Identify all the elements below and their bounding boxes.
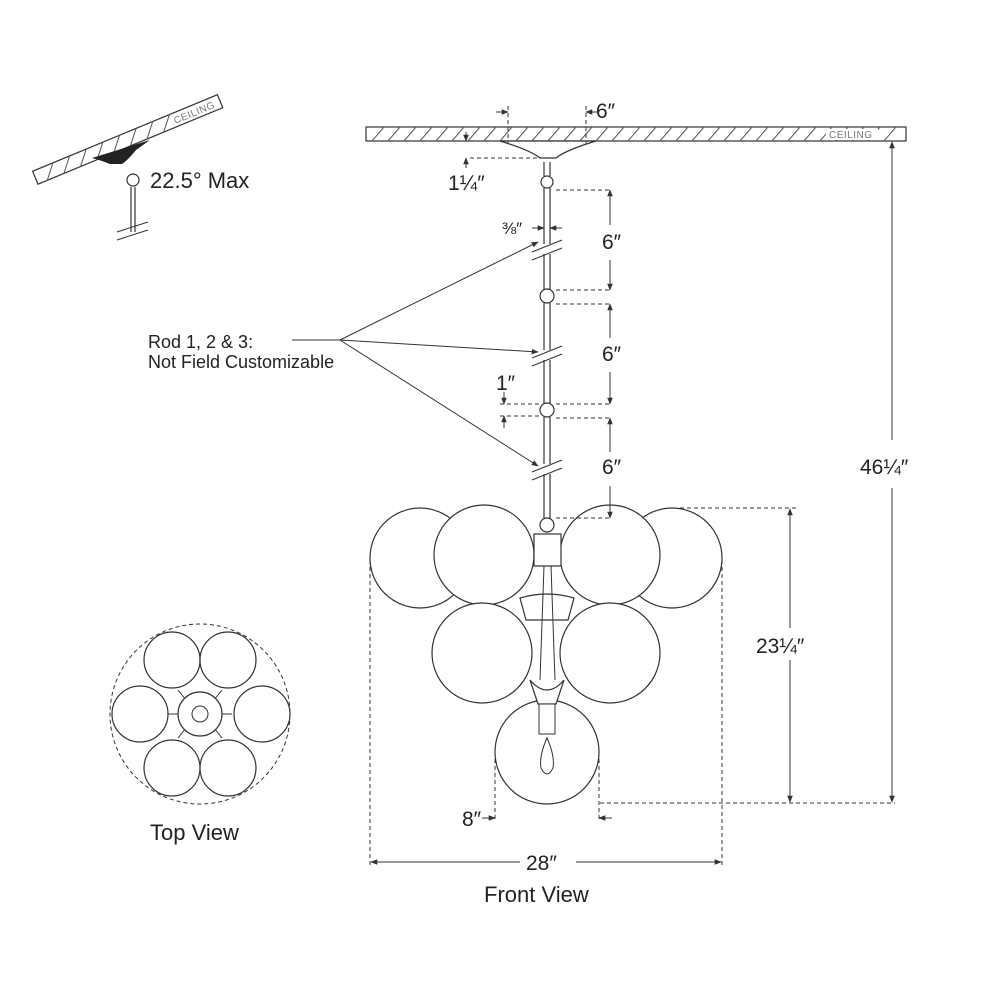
ceiling-hatch-line [451, 126, 465, 142]
ceiling-hatch-line [771, 126, 785, 142]
ceiling-hatch-line [403, 126, 417, 142]
ceiling-hatch-line [675, 126, 689, 142]
ceiling-label: CEILING [829, 130, 873, 141]
top-globe-4 [233, 685, 291, 743]
dim-joint: 1″ [496, 372, 516, 395]
ceiling-hatch-line [723, 126, 737, 142]
slope-max-label: 22.5° Max [150, 168, 249, 193]
sloped-swivel-joint [126, 173, 140, 187]
dim-rod-2: 6″ [602, 343, 622, 366]
front-view-caption: Front View [484, 882, 589, 907]
dim-rod-1: 6″ [602, 231, 622, 254]
canopy [499, 140, 597, 159]
ceiling-hatch-line [787, 126, 801, 142]
ceiling-hatch-line [595, 126, 609, 142]
leader-rod-3 [339, 339, 539, 467]
stem [531, 162, 563, 533]
ceiling-hatch-line [627, 126, 641, 142]
ceiling-hatch-line [531, 126, 545, 142]
ceiling-hatch-line [691, 126, 705, 142]
ceiling-hatch-line [499, 126, 513, 142]
ceiling-hatch-line [707, 126, 721, 142]
top-view [109, 623, 291, 805]
leader-rod-2 [339, 339, 539, 355]
fixture-front-view [369, 504, 723, 805]
top-view-caption: Top View [150, 820, 239, 845]
rod-note: Rod 1, 2 & 3: Not Field Customizable [148, 241, 539, 467]
hub [533, 533, 562, 567]
dim-overall-width: 28″ [526, 852, 557, 875]
top-globe-3 [111, 685, 169, 743]
ceiling-hatch-line [419, 126, 433, 142]
ceiling-hatch-line [739, 126, 753, 142]
sloped-ceiling-inset: CEILING 22.5° Max [31, 93, 249, 241]
ceiling-band [365, 126, 907, 142]
ceiling-hatch-line [563, 126, 577, 142]
dim-rod-diameter: ⅜″ [502, 219, 522, 238]
top-globe-2 [199, 631, 257, 689]
rod-coupler-1 [539, 288, 555, 304]
ceiling-hatch-line [467, 126, 481, 142]
bulb-socket [538, 703, 556, 735]
ceiling-hatch-line [547, 126, 561, 142]
sloped-canopy [92, 140, 150, 164]
sloped-rod-break [116, 221, 149, 233]
dim-fixture-height: 23¼″ [756, 635, 805, 658]
top-globe-1 [143, 631, 201, 689]
top-center-globe [177, 691, 223, 737]
globe-upper-right [559, 504, 661, 606]
ceiling-hatch-line [483, 126, 497, 142]
rod-note-line-2: Not Field Customizable [148, 352, 334, 372]
ceiling-hatch-line [387, 126, 401, 142]
dim-rod-3: 6″ [602, 456, 622, 479]
swivel-joint [540, 175, 554, 189]
leader-rod-1 [339, 241, 539, 341]
globe-lower-left [431, 602, 533, 704]
ceiling-hatch-line [803, 126, 817, 142]
top-globe-6 [199, 739, 257, 797]
bulb [540, 736, 554, 775]
ceiling-hatch-line [435, 126, 449, 142]
hub-lower [519, 593, 575, 621]
ceiling-hatch-line [659, 126, 673, 142]
ceiling-hatch-line [515, 126, 529, 142]
dim-canopy-width: 6″ [596, 100, 616, 123]
rod-break-marks [531, 239, 563, 481]
ceiling-hatch-line [371, 126, 385, 142]
dimensions: 6″ 1¼″ ⅜″ 6″ 6″ 1″ 6″ [369, 100, 909, 875]
rod-coupler-2 [539, 402, 555, 418]
top-globe-5 [143, 739, 201, 797]
ceiling-hatch-line [643, 126, 657, 142]
ceiling-hatch-line [611, 126, 625, 142]
ceiling: CEILING [365, 126, 907, 142]
dim-bottom-globe-width: 8″ [462, 808, 482, 831]
dim-canopy-height: 1¼″ [448, 172, 485, 195]
ceiling-hatch-line [755, 126, 769, 142]
globe-upper-left [433, 504, 535, 606]
rod-coupler-3 [539, 517, 555, 533]
rod-note-line-1: Rod 1, 2 & 3: [148, 332, 253, 352]
ceiling-hatch-line [883, 126, 897, 142]
globe-lower-right [559, 602, 661, 704]
dim-overall-height: 46¼″ [860, 456, 909, 479]
socket-cup [529, 679, 565, 705]
